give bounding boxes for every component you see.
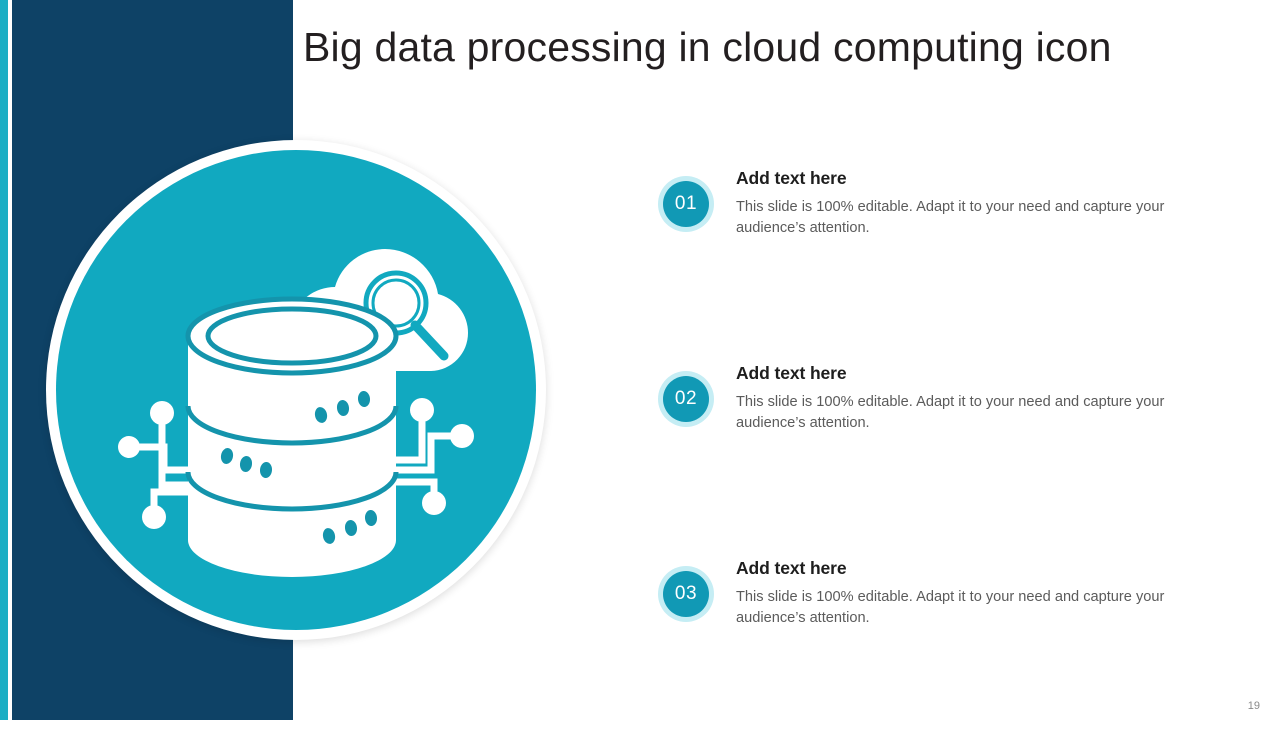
list-item-body: This slide is 100% editable. Adapt it to…: [736, 589, 1165, 626]
left-accent-stripe: [0, 0, 8, 720]
step-number: 03: [663, 571, 709, 617]
step-number: 01: [663, 181, 709, 227]
database-cylinder: [185, 296, 399, 577]
list-item: 01 Add text here This slide is 100% edit…: [658, 160, 1218, 355]
illustration-container: [46, 140, 546, 640]
list-item-body: This slide is 100% editable. Adapt it to…: [736, 394, 1165, 431]
list-item-heading: Add text here: [736, 363, 847, 383]
list-item-heading: Add text here: [736, 558, 847, 578]
step-number: 02: [663, 376, 709, 422]
step-badge: 03: [658, 566, 714, 622]
step-badge: 01: [658, 176, 714, 232]
page-number: 19: [1247, 700, 1260, 712]
list-item-text: Add text here This slide is 100% editabl…: [736, 558, 1211, 628]
list-item-text: Add text here This slide is 100% editabl…: [736, 363, 1211, 433]
list-item: 02 Add text here This slide is 100% edit…: [658, 355, 1218, 550]
list-item-heading: Add text here: [736, 168, 847, 188]
content-list: 01 Add text here This slide is 100% edit…: [658, 160, 1218, 745]
big-data-cloud-database-icon: [118, 249, 474, 577]
list-item-body: This slide is 100% editable. Adapt it to…: [736, 199, 1165, 236]
list-item-text: Add text here This slide is 100% editabl…: [736, 168, 1211, 238]
list-item: 03 Add text here This slide is 100% edit…: [658, 550, 1218, 745]
step-badge: 02: [658, 371, 714, 427]
page-title: Big data processing in cloud computing i…: [303, 24, 1112, 70]
